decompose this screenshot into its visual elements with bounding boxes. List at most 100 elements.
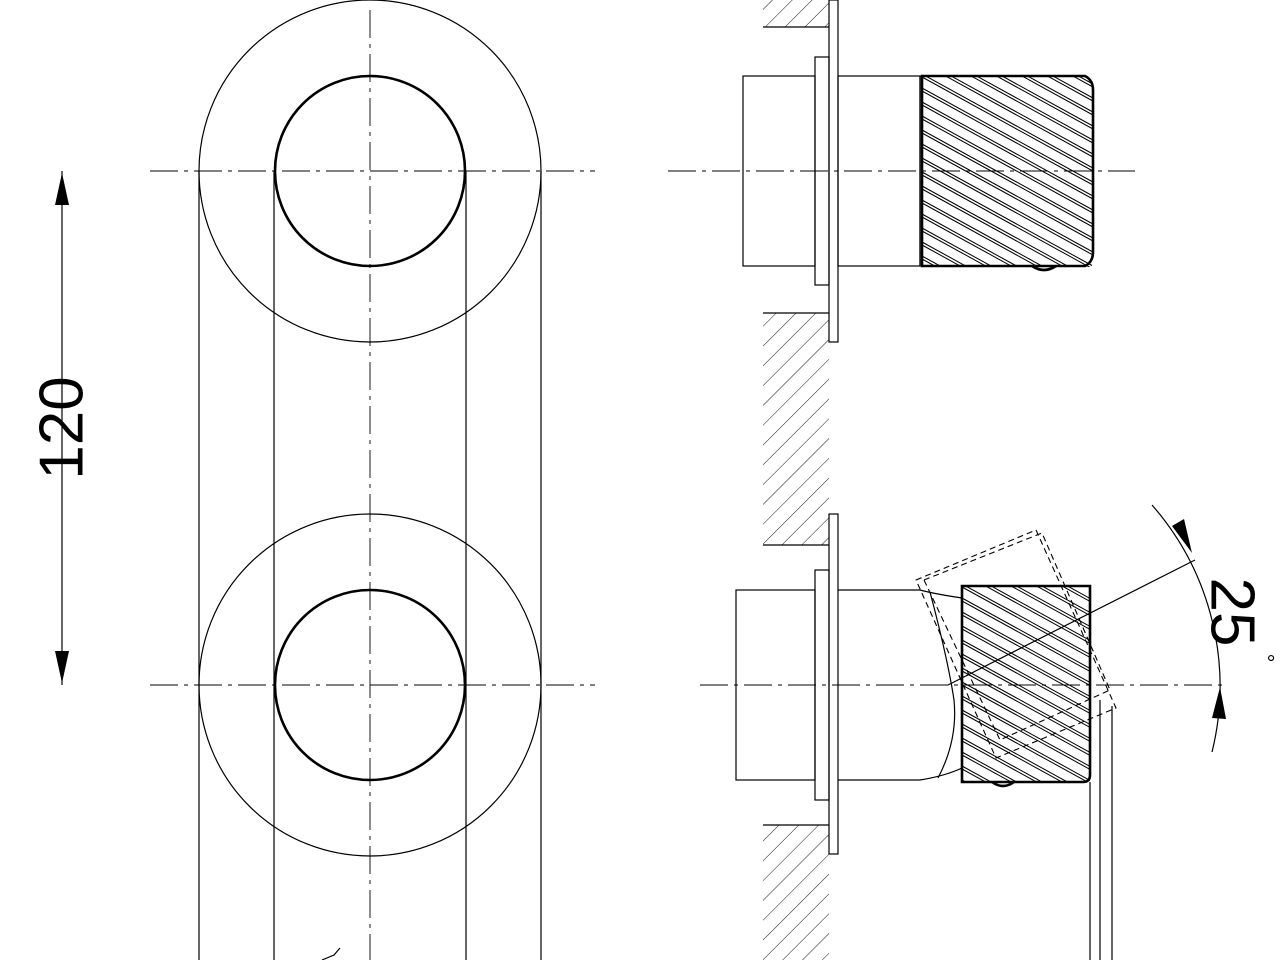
knurl-groove xyxy=(1000,76,1092,127)
knurl-groove xyxy=(962,737,1044,782)
knurl-groove xyxy=(962,681,1090,753)
knurl-groove xyxy=(922,284,1094,379)
knurl-groove xyxy=(1051,76,1092,99)
knurl-groove xyxy=(922,0,1094,60)
knurl-groove xyxy=(962,684,1090,756)
knurl-groove xyxy=(922,199,1045,267)
knurl-groove xyxy=(922,287,1094,382)
knurl-groove xyxy=(922,273,1094,368)
knurl-groove xyxy=(1015,586,1090,627)
knurl-groove xyxy=(962,639,1090,711)
dimension-vertical: 120 xyxy=(28,171,97,685)
knurl-groove xyxy=(944,76,1092,158)
knurl-groove xyxy=(962,726,1064,782)
knurl-groove xyxy=(962,751,1018,782)
knob-top xyxy=(273,74,467,268)
knurl-groove xyxy=(922,230,989,267)
knurl-groove xyxy=(962,808,1092,880)
knurl-groove xyxy=(922,101,1092,197)
set-screw-top xyxy=(1031,264,1057,272)
knurl-groove xyxy=(922,188,1065,267)
knurl-groove xyxy=(975,76,1092,141)
knurl-groove xyxy=(962,514,1092,586)
spindle-bottom xyxy=(919,589,963,781)
knurl-groove xyxy=(984,586,1090,644)
knurl-groove xyxy=(962,611,1090,683)
knurl-groove xyxy=(922,0,1094,74)
valve-bottom xyxy=(700,458,1225,960)
knurl-groove xyxy=(1066,586,1090,599)
knurl-groove xyxy=(1077,76,1092,85)
knurl-groove xyxy=(922,146,1092,242)
knurl-groove xyxy=(962,740,1038,782)
knurl-groove xyxy=(962,794,1092,866)
knurled-handle-top xyxy=(922,0,1094,382)
knurl-groove xyxy=(962,472,1092,544)
knurl-groove xyxy=(922,0,1094,71)
knurl-groove xyxy=(962,765,993,782)
knurl-groove xyxy=(962,628,1090,700)
knurled-handle-bottom xyxy=(962,458,1092,880)
knurl-groove xyxy=(1035,586,1090,616)
knurl-groove xyxy=(962,600,1090,672)
front-view xyxy=(150,0,595,960)
knurl-groove xyxy=(1060,586,1090,602)
knurl-groove xyxy=(922,0,1094,43)
knurl-groove xyxy=(922,157,1092,253)
knurl-groove xyxy=(922,202,1040,267)
knurl-groove xyxy=(964,586,1090,655)
degree-symbol: ° xyxy=(1254,654,1279,663)
wall-section-bottom xyxy=(763,825,829,960)
knurl-groove xyxy=(1046,76,1092,102)
knurl-groove xyxy=(922,160,1092,256)
knurl-groove xyxy=(922,104,1092,200)
knurl-groove xyxy=(962,458,1092,530)
knurl-groove xyxy=(922,244,964,267)
knurl-groove xyxy=(922,255,944,267)
wall-section-middle xyxy=(763,313,829,545)
knurl-groove xyxy=(924,76,1092,169)
rosette-top xyxy=(198,0,542,343)
knurl-groove xyxy=(962,712,1089,782)
knurl-groove xyxy=(962,670,1090,742)
knurl-groove xyxy=(922,87,1092,183)
knurl-groove xyxy=(962,709,1090,781)
knurl-groove xyxy=(922,0,1094,57)
knurl-groove xyxy=(922,115,1092,211)
knurl-groove xyxy=(962,695,1090,767)
knurl-groove xyxy=(922,0,1094,46)
knurl-groove xyxy=(922,258,938,267)
knurl-groove xyxy=(995,76,1092,130)
knurl-groove xyxy=(922,241,969,267)
knurl-groove xyxy=(962,779,967,782)
section-mark xyxy=(321,947,341,960)
handle-rotated-outline xyxy=(915,529,1117,759)
knurl-groove xyxy=(922,132,1092,228)
knurl-groove xyxy=(922,216,1014,267)
knob-bottom xyxy=(273,588,467,782)
plate-flange-bottom xyxy=(828,513,839,855)
body-profile-top xyxy=(742,75,816,267)
knurl-groove xyxy=(970,76,1092,144)
knurl-groove xyxy=(962,597,1090,669)
knurl-groove xyxy=(922,143,1092,239)
knurl-groove xyxy=(962,754,1013,782)
knurl-groove xyxy=(962,656,1090,728)
knurl-groove xyxy=(962,723,1069,782)
dimension-angle: 25 ° xyxy=(947,504,1279,753)
knurl-groove xyxy=(922,0,1094,29)
knurl-groove xyxy=(962,614,1090,686)
knurl-groove xyxy=(962,586,1090,658)
knurl-groove xyxy=(962,500,1092,572)
knurl-groove xyxy=(962,698,1090,770)
knurl-groove xyxy=(922,213,1020,267)
rosette-bottom xyxy=(198,513,542,857)
knurl-groove xyxy=(922,227,994,267)
knurl-groove xyxy=(922,171,1092,267)
knurl-groove xyxy=(962,783,1092,855)
knurl-groove xyxy=(962,768,987,782)
knurl-groove xyxy=(962,486,1092,558)
knurl-groove xyxy=(950,76,1092,155)
valve-top xyxy=(668,0,1135,382)
knurl-groove xyxy=(1040,586,1090,613)
